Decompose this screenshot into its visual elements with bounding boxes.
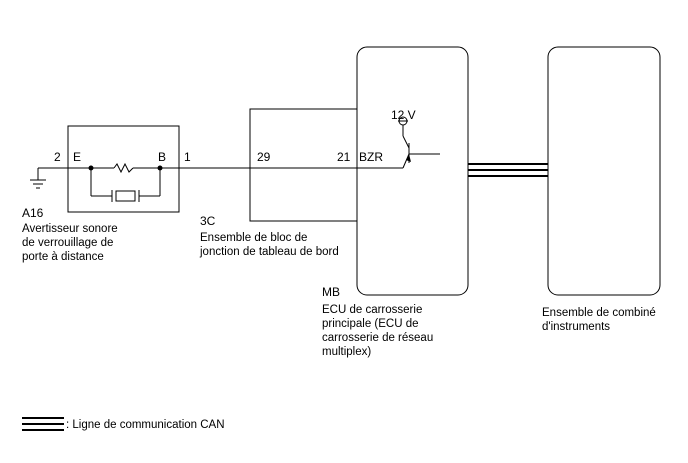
body-ecu-name-line-3: carrosserie de réseau — [322, 332, 434, 344]
junction-block-code: 3C — [200, 214, 216, 228]
legend-can-label: : Ligne de communication CAN — [66, 419, 225, 431]
body-ecu-pin: 21 — [337, 150, 351, 164]
transistor-icon — [402, 125, 440, 169]
body-ecu-name-line-4: multiplex) — [322, 346, 372, 358]
supply-voltage-label: 12 V — [391, 108, 416, 122]
buzzer-name-line-1: Avertisseur sonore — [22, 223, 118, 235]
resistor-icon — [113, 162, 134, 174]
buzzer-element-icon — [111, 190, 140, 202]
supply-terminal-icon — [398, 116, 408, 126]
body-ecu-pin-label: BZR — [359, 150, 383, 164]
buzzer-pin-b-number: 1 — [184, 150, 191, 164]
body-ecu-name-line-2: principale (ECU de — [322, 318, 419, 330]
body-ecu-code: MB — [322, 285, 340, 299]
buzzer-pin-e-number: 2 — [54, 150, 61, 164]
legend-can-icon — [22, 417, 64, 431]
junction-block-pin: 29 — [257, 150, 271, 164]
junction-block-box — [249, 108, 358, 222]
ground-icon — [30, 168, 46, 189]
junction-dot-right — [157, 165, 163, 171]
buzzer-internal-circuit — [68, 162, 179, 202]
buzzer-pin-b-label: B — [158, 150, 167, 164]
junction-dot-left — [88, 165, 94, 171]
buzzer-code: A16 — [22, 206, 44, 220]
meter-box — [547, 46, 661, 296]
transistor-arrow-icon — [406, 154, 411, 162]
buzzer-box — [67, 125, 180, 213]
buzzer-name-line-2: de verrouillage de — [22, 237, 114, 249]
body-ecu-box — [356, 46, 469, 296]
buzzer-pin-e-label: E — [73, 150, 82, 164]
meter-name-line-2: d'instruments — [542, 321, 611, 333]
can-bus-lines — [468, 163, 548, 177]
junction-block-name-line-1: Ensemble de bloc de — [200, 232, 308, 244]
meter-name-line-1: Ensemble de combiné — [542, 307, 656, 319]
junction-block-name-line-2: jonction de tableau de bord — [200, 246, 339, 258]
body-ecu-name-line-1: ECU de carrosserie — [322, 304, 423, 316]
buzzer-name-line-3: porte à distance — [22, 251, 104, 263]
